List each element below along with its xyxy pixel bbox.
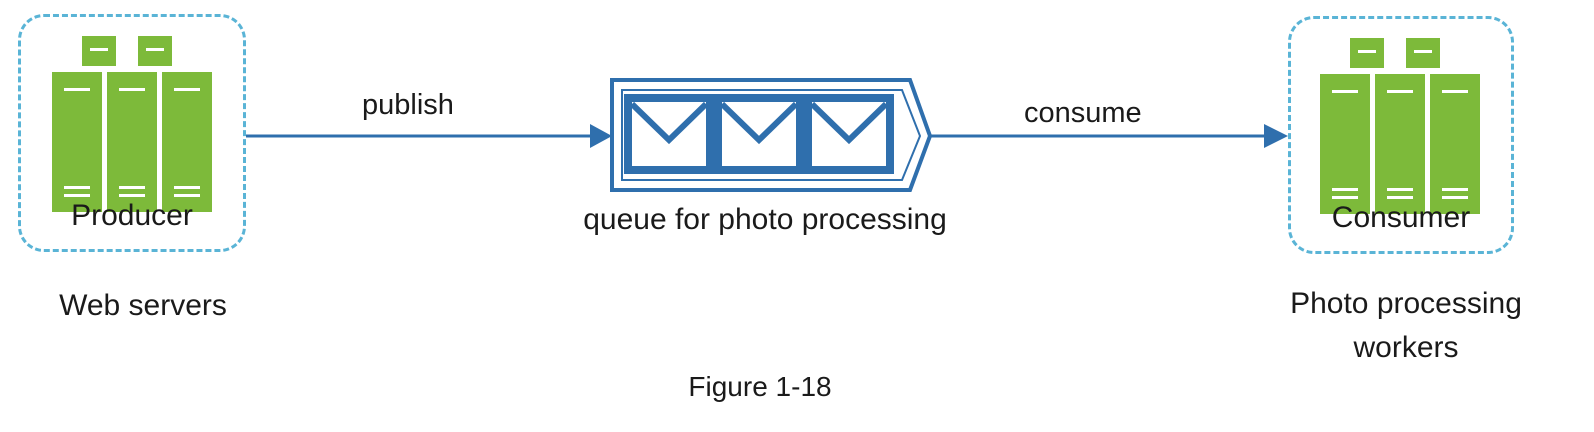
consumer-node (1288, 16, 1514, 254)
queue-label: queue for photo processing (583, 203, 947, 236)
producer-label: Producer (71, 199, 193, 232)
publish-arrow (246, 124, 612, 148)
consumer-caption-line1: Photo processing (1290, 287, 1522, 320)
consume-arrow (930, 124, 1288, 148)
envelope-icon (624, 94, 714, 174)
producer-caption: Web servers (59, 289, 227, 322)
queue-shape (610, 78, 933, 192)
consume-label: consume (1024, 97, 1142, 129)
consumer-label: Consumer (1331, 201, 1471, 234)
consumer-caption-line2: workers (1353, 331, 1459, 364)
producer-node (18, 14, 246, 252)
envelope-icon (804, 94, 894, 174)
publish-label: publish (362, 89, 454, 121)
figure-caption: Figure 1-18 (688, 371, 832, 402)
envelope-icon (714, 94, 804, 174)
producer-server-icon (52, 36, 212, 212)
consumer-server-icon (1320, 38, 1480, 214)
